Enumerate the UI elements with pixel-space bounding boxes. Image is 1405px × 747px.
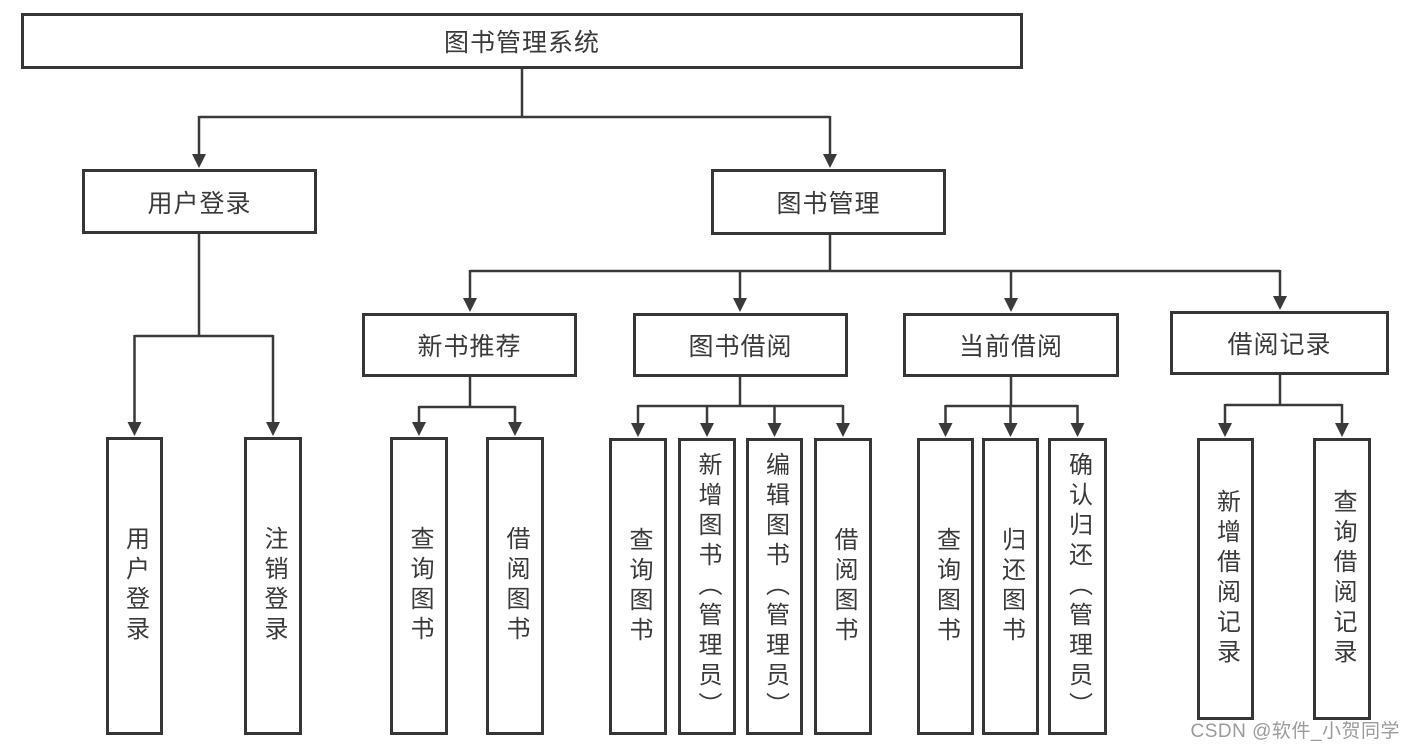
leaf-records-query-record: 查询借阅记录 — [1313, 438, 1371, 720]
node-user-login: 用户登录 — [82, 169, 317, 234]
leaf-current-confirm-return-admin: 确认归还（管理员） — [1048, 438, 1107, 735]
connector-paths — [133, 69, 1344, 424]
leaf-current-query-books: 查询图书 — [917, 438, 974, 735]
leaf-newbook-borrow-books: 借阅图书 — [486, 437, 544, 735]
leaf-user-login: 用户登录 — [106, 437, 163, 735]
node-current-borrowing: 当前借阅 — [903, 313, 1119, 377]
node-new-book-recommend: 新书推荐 — [362, 313, 577, 377]
leaf-newbook-query-books: 查询图书 — [390, 437, 448, 735]
leaf-records-add-record: 新增借阅记录 — [1197, 438, 1254, 720]
csdn-watermark: CSDN @软件_小贺同学 — [1190, 721, 1400, 742]
node-borrowing-records: 借阅记录 — [1170, 311, 1389, 375]
node-library-management-system: 图书管理系统 — [21, 13, 1023, 69]
leaf-logout: 注销登录 — [244, 437, 302, 735]
node-book-borrowing: 图书借阅 — [633, 313, 848, 377]
node-book-management: 图书管理 — [711, 169, 946, 235]
leaf-borrow-borrow-books: 借阅图书 — [814, 438, 872, 735]
leaf-borrow-add-books-admin: 新增图书（管理员） — [678, 438, 736, 735]
leaf-current-return-books: 归还图书 — [982, 438, 1039, 735]
leaf-borrow-query-books: 查询图书 — [609, 438, 667, 735]
leaf-borrow-edit-books-admin: 编辑图书（管理员） — [746, 438, 803, 735]
